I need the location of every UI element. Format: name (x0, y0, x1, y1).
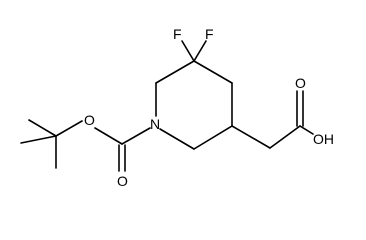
bond-cq-me3 (20, 135, 57, 144)
bond-oester-cq (55, 120, 83, 137)
bond-n-c2 (159, 128, 195, 150)
structure-canvas: F F N O O O OH (20, 26, 334, 189)
bond-ccarb-oester (94, 127, 123, 145)
atom-hydroxyl: OH (313, 131, 334, 147)
atom-nitrogen: N (150, 116, 160, 132)
bond-c5-c6 (155, 60, 195, 84)
atom-fluorine-2: F (205, 26, 214, 42)
atom-fluorine-1: F (173, 26, 182, 42)
bond-cq-me1 (28, 119, 57, 137)
bond-c5-f1 (181, 40, 195, 62)
bond-c5-f2 (193, 40, 207, 62)
bond-c3-ch2 (231, 125, 271, 149)
atom-oxygen-acid-carbonyl: O (295, 75, 306, 91)
bond-c2-c3 (193, 125, 233, 150)
bond-cacid-oh (299, 125, 314, 135)
atom-oxygen-carbonyl-boc: O (117, 173, 128, 189)
bond-n-ccarbamate (121, 127, 151, 145)
molecule-drawing: F F N O O O OH (20, 26, 334, 189)
atom-oxygen-ester: O (84, 112, 95, 128)
bond-ch2-cacid (269, 125, 301, 149)
bond-c4-c5 (193, 60, 233, 84)
